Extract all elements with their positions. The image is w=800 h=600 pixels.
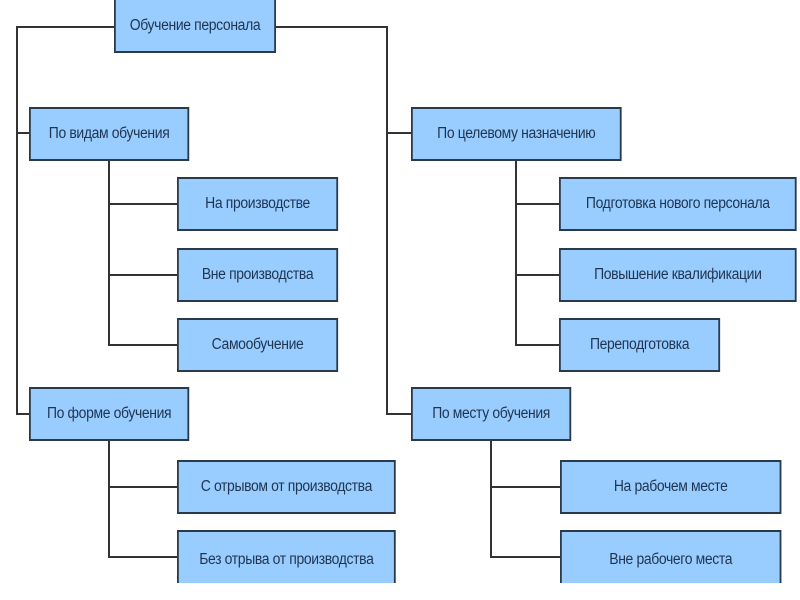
connector-root-left xyxy=(16,26,116,28)
branch-node-label: По видам обучения xyxy=(48,125,170,142)
leaf-node-without-leave: Без отрыва от производства xyxy=(177,530,396,583)
connector-leaf xyxy=(515,274,560,276)
leaf-node-outside-workplace: Вне рабочего места xyxy=(560,530,782,583)
leaf-node-off-the-job: Вне производства xyxy=(177,248,339,302)
connector-to-branch-forma xyxy=(16,413,30,415)
branch-node-label: По месту обучения xyxy=(432,405,550,422)
connector-leaf xyxy=(108,344,178,346)
leaf-node-retraining: Переподготовка xyxy=(559,318,721,372)
root-node: Обучение персонала xyxy=(114,0,276,53)
connector-leaf xyxy=(108,203,178,205)
leaf-node-label: На рабочем месте xyxy=(613,478,728,495)
connector-root-right xyxy=(274,26,388,28)
connector-stem-forma xyxy=(108,440,110,557)
leaf-node-label: На производстве xyxy=(205,195,310,212)
leaf-node-on-the-job: На производстве xyxy=(177,177,339,231)
branch-node-by-place: По месту обучения xyxy=(411,387,572,441)
leaf-node-label: Вне рабочего места xyxy=(609,551,733,568)
leaf-node-self-study: Самообучение xyxy=(177,318,339,372)
connector-to-branch-tsel xyxy=(386,132,412,134)
connector-leaf xyxy=(490,486,560,488)
leaf-node-label: С отрывом от производства xyxy=(200,478,373,495)
leaf-node-label: Повышение квалификации xyxy=(594,266,762,283)
branch-node-label: По целевому назначению xyxy=(437,125,596,142)
connector-leaf xyxy=(108,486,178,488)
leaf-node-new-staff: Подготовка нового персонала xyxy=(559,177,797,231)
diagram-area: Обучение персонала По видам обучения По … xyxy=(16,0,797,583)
connector-left-trunk xyxy=(16,26,18,415)
branch-node-label: По форме обучения xyxy=(46,405,172,422)
connector-stem-vidy xyxy=(108,159,110,345)
leaf-node-label: Подготовка нового персонала xyxy=(585,195,770,212)
branch-node-by-purpose: По целевому назначению xyxy=(411,107,622,161)
branch-node-by-type: По видам обучения xyxy=(29,107,190,161)
connector-leaf xyxy=(490,556,560,558)
connector-stem-tsel xyxy=(515,159,517,345)
branch-node-by-form: По форме обучения xyxy=(29,387,190,441)
connector-leaf xyxy=(108,556,178,558)
root-node-label: Обучение персонала xyxy=(129,16,261,34)
leaf-node-at-workplace: На рабочем месте xyxy=(560,460,782,514)
connector-stem-mesto xyxy=(490,440,492,557)
leaf-node-with-leave: С отрывом от производства xyxy=(177,460,396,514)
leaf-node-label: Вне производства xyxy=(201,266,314,283)
leaf-node-label: Самообучение xyxy=(211,336,304,353)
leaf-node-label: Переподготовка xyxy=(589,336,690,353)
connector-leaf xyxy=(108,274,178,276)
connector-leaf xyxy=(515,344,560,346)
connector-right-trunk xyxy=(386,26,388,415)
connector-to-branch-mesto xyxy=(386,413,412,415)
leaf-node-advanced-training: Повышение квалификации xyxy=(559,248,797,302)
connector-to-branch-vidy xyxy=(16,132,30,134)
connector-leaf xyxy=(515,203,560,205)
leaf-node-label: Без отрыва от производства xyxy=(199,551,374,568)
